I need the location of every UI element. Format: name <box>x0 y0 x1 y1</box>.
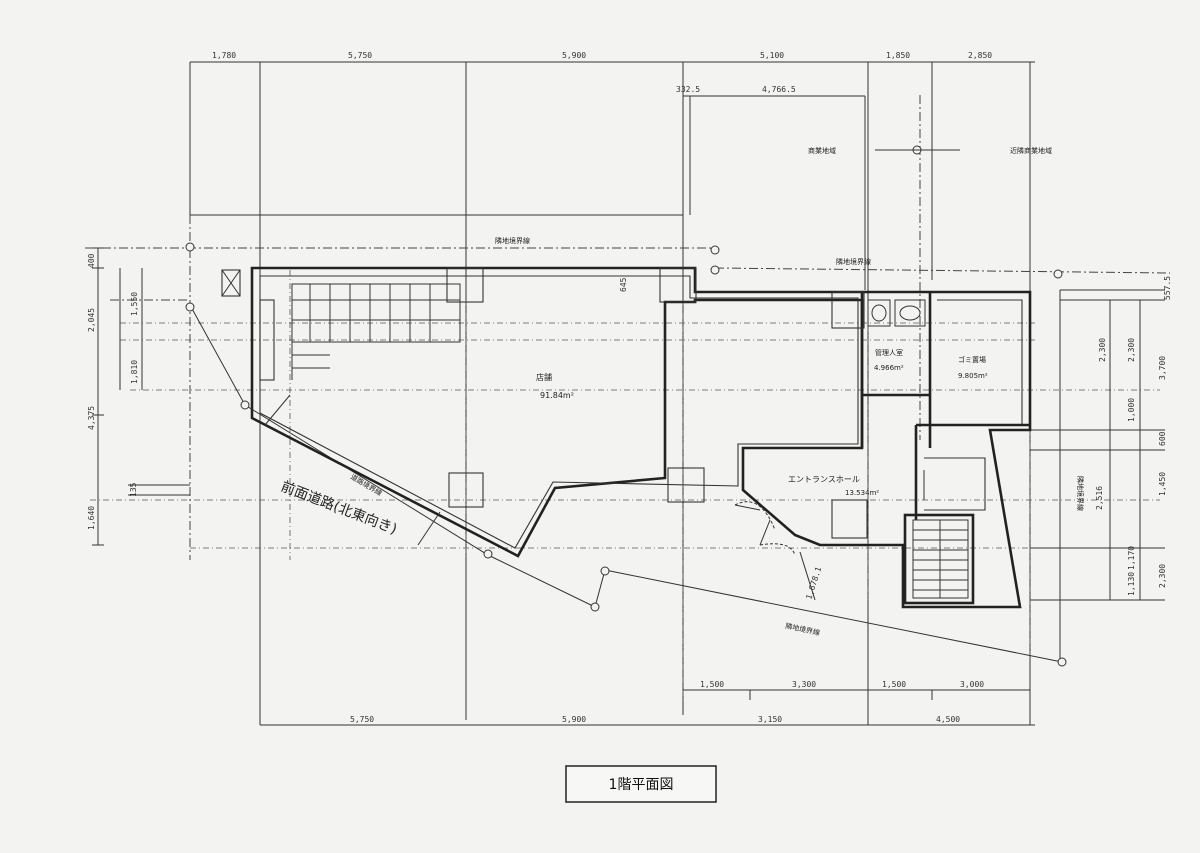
right-dim-5: 1,000 <box>1127 398 1136 422</box>
boundary-bottom-label: 隣地境界線 <box>785 621 821 637</box>
grid-lines <box>90 61 1165 725</box>
dimension-lines <box>92 247 1035 726</box>
bottom-dim-3: 3,150 <box>758 715 782 724</box>
zone-right-label: 近隣商業地域 <box>1010 146 1052 155</box>
building-walls <box>250 266 1032 609</box>
right-dimensions: 557.5 2,300 2,300 3,700 1,000 600 1,450 … <box>1095 276 1172 596</box>
bottom-sub-dim-4: 3,000 <box>960 680 984 689</box>
misc-dim-1678: 1,678.1 <box>804 566 823 601</box>
manager-room-area: 4.966m² <box>874 364 904 372</box>
shop-room-area: 91.84m² <box>540 391 574 400</box>
bottom-dimensions: 5,750 5,900 3,150 4,500 1,500 3,300 1,50… <box>350 680 984 724</box>
top-dim-1: 1,780 <box>212 51 236 60</box>
right-dim-7: 1,450 <box>1158 472 1167 496</box>
entrance-hall-name: エントランスホール <box>788 475 860 484</box>
left-dim-5: 4,375 <box>87 406 96 430</box>
misc-dim-645: 645 <box>619 277 628 292</box>
shop-room-name: 店舗 <box>536 372 552 382</box>
zone-left-label: 商業地域 <box>808 146 836 155</box>
right-dim-6: 600 <box>1158 431 1167 446</box>
staircase-entrance <box>903 513 975 605</box>
right-dim-10: 1,130 <box>1127 572 1136 596</box>
entrance-doors <box>734 501 796 556</box>
boundary-labels: 隣地境界線 隣地境界線 隣地境界線 隣地境界線 道路境界線 商業地域 近隣商業地… <box>279 146 1085 637</box>
bottom-dim-4: 4,500 <box>936 715 960 724</box>
boundary-top-right-label: 隣地境界線 <box>836 257 871 266</box>
bottom-sub-dim-3: 1,500 <box>882 680 906 689</box>
handwritten-road-note: 前面道路(北東向き) <box>279 478 400 538</box>
top-dim-2: 5,750 <box>348 51 372 60</box>
top-dim-4: 5,100 <box>760 51 784 60</box>
room-labels: 店舗 91.84m² 管理人室 4.966m² ゴミ置場 9.805m² エント… <box>536 348 988 497</box>
right-dim-4: 3,700 <box>1158 356 1167 380</box>
right-dim-2: 2,300 <box>1098 338 1107 362</box>
left-dim-3: 1,550 <box>130 292 139 316</box>
columns <box>221 267 868 539</box>
staircase-shop <box>291 283 461 380</box>
right-dim-9: 1,170 <box>1127 546 1136 570</box>
top-dim-3: 5,900 <box>562 51 586 60</box>
left-dim-4: 1,810 <box>130 360 139 384</box>
left-dimensions: 400 2,045 1,550 1,810 4,375 135 1,640 <box>87 253 139 530</box>
boundary-top-label: 隣地境界線 <box>495 236 530 245</box>
manager-room-name: 管理人室 <box>875 348 903 357</box>
bottom-sub-dim-2: 3,300 <box>792 680 816 689</box>
right-dim-8: 2,516 <box>1095 486 1104 510</box>
drawing-title-text: 1階平面図 <box>609 777 674 793</box>
garbage-room-name: ゴミ置場 <box>958 355 986 364</box>
top-dimensions: 1,780 5,750 5,900 5,100 1,850 2,850 332.… <box>212 51 992 94</box>
entrance-hall-area: 13.534m² <box>845 489 879 497</box>
bottom-dim-2: 5,900 <box>562 715 586 724</box>
site-boundary-lines <box>85 95 1171 560</box>
left-dim-6: 135 <box>129 482 138 497</box>
top-dim-6: 2,850 <box>968 51 992 60</box>
left-dim-1: 400 <box>87 253 96 268</box>
left-dim-2: 2,045 <box>87 308 96 332</box>
top-dim-5: 1,850 <box>886 51 910 60</box>
drawing-title: 1階平面図 <box>565 765 717 803</box>
boundary-right-label: 隣地境界線 <box>1076 476 1085 511</box>
right-dim-11: 2,300 <box>1158 564 1167 588</box>
toilet-fixtures <box>867 299 926 327</box>
top-sub-dim-2: 4,766.5 <box>762 85 796 94</box>
top-sub-dim-1: 332.5 <box>676 85 700 94</box>
left-dim-7: 1,640 <box>87 506 96 530</box>
bottom-sub-dim-1: 1,500 <box>700 680 724 689</box>
right-dim-3: 2,300 <box>1127 338 1136 362</box>
garbage-room-area: 9.805m² <box>958 372 988 380</box>
right-dim-1: 557.5 <box>1163 276 1172 300</box>
bottom-dim-1: 5,750 <box>350 715 374 724</box>
lot-boundary <box>185 145 1067 667</box>
